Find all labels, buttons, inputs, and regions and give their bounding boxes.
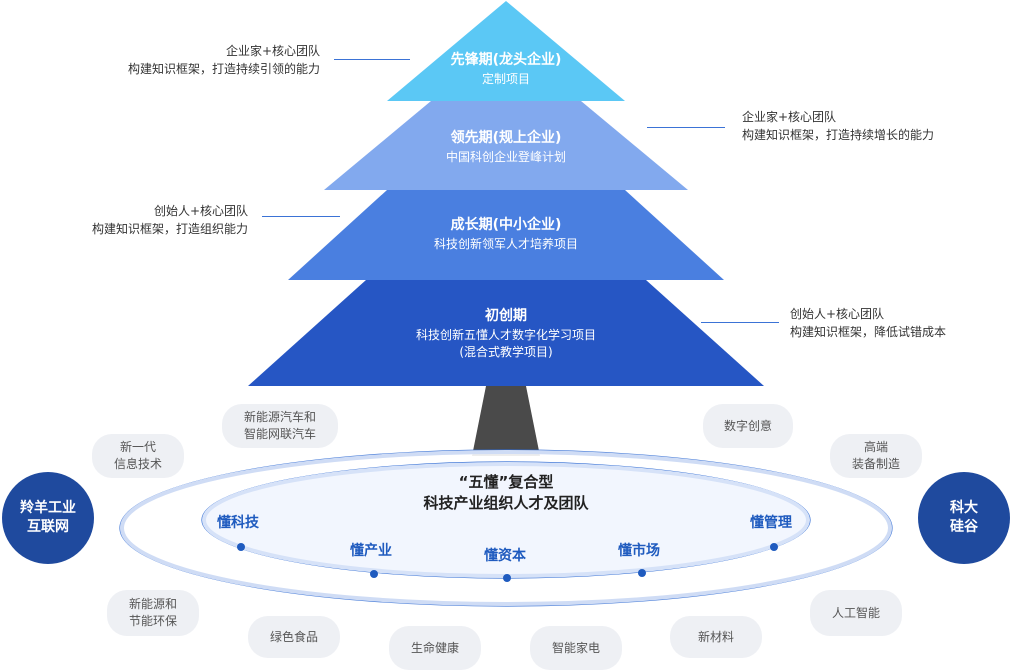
note-pioneer: 企业家+核心团队 构建知识框架，打造持续引领的能力 — [128, 42, 320, 78]
industry-food: 绿色食品 — [248, 616, 340, 658]
tier-startup-shape — [248, 280, 764, 386]
industry-ev-line1: 新能源汽车和 — [243, 410, 316, 424]
industry-it: 新一代 信息技术 — [92, 434, 184, 478]
note-leading-connector — [647, 127, 725, 128]
note-pioneer-line2: 构建知识框架，打造持续引领的能力 — [127, 62, 320, 76]
tier-growth-title: 成长期(中小企业) — [450, 217, 562, 233]
industry-equipment: 高端 装备制造 — [830, 434, 922, 478]
industry-health: 生命健康 — [389, 626, 481, 670]
dong-tech-dot — [237, 543, 245, 551]
note-startup-line2: 构建知识框架，降低试错成本 — [790, 325, 947, 339]
industry-it-line1: 新一代 — [119, 440, 156, 454]
core-title-line2: 科技产业组织人才及团队 — [423, 494, 589, 512]
industry-digital: 数字创意 — [703, 404, 793, 448]
dong-industry-dot — [370, 570, 378, 578]
industry-it-line2: 信息技术 — [113, 457, 162, 471]
tier-leading-shape — [324, 101, 688, 190]
note-growth-connector — [262, 216, 340, 217]
note-growth-line1: 创始人+核心团队 — [153, 204, 248, 218]
dong-tech: 懂科技 — [217, 515, 259, 531]
industry-energy-line1: 新能源和 — [128, 597, 177, 611]
hub-kedakuigu-line2: 硅谷 — [950, 519, 978, 535]
industry-ai: 人工智能 — [810, 590, 902, 636]
tree-trunk — [472, 386, 540, 456]
industry-material: 新材料 — [670, 616, 762, 658]
note-leading: 企业家+核心团队 构建知识框架，打造持续增长的能力 — [742, 108, 934, 144]
note-startup: 创始人+核心团队 构建知识框架，降低试错成本 — [790, 305, 946, 341]
note-growth-line2: 构建知识框架，打造组织能力 — [91, 222, 248, 236]
dong-capital-dot — [503, 574, 511, 582]
dong-management: 懂管理 — [750, 515, 792, 531]
industry-ev-line2: 智能网联汽车 — [243, 427, 316, 441]
dong-market: 懂市场 — [618, 543, 660, 559]
hub-lingyang-line2: 互联网 — [27, 519, 69, 535]
hub-lingyang-line1: 羚羊工业 — [20, 500, 76, 516]
note-pioneer-connector — [334, 59, 410, 60]
core-title-line1: “五懂”复合型 — [458, 473, 554, 491]
dong-industry: 懂产业 — [350, 543, 392, 559]
tier-startup-title: 初创期 — [485, 308, 527, 324]
hub-lingyang: 羚羊工业 互联网 — [2, 472, 94, 564]
note-pioneer-line1: 企业家+核心团队 — [225, 44, 320, 58]
note-growth: 创始人+核心团队 构建知识框架，打造组织能力 — [92, 202, 248, 238]
tier-pioneer-subtitle: 定制项目 — [481, 72, 530, 86]
hub-kedakuigu: 科大 硅谷 — [918, 472, 1010, 564]
industry-energy: 新能源和 节能环保 — [107, 590, 199, 636]
industry-equipment-line1: 高端 — [863, 440, 888, 454]
tier-leading-subtitle: 中国科创企业登峰计划 — [445, 150, 566, 164]
note-leading-line1: 企业家+核心团队 — [742, 110, 837, 124]
note-startup-line1: 创始人+核心团队 — [790, 307, 885, 321]
tier-pioneer-title: 先锋期(龙头企业) — [450, 52, 562, 68]
tier-growth-subtitle: 科技创新领军人才培养项目 — [433, 237, 578, 251]
industry-equipment-line2: 装备制造 — [851, 457, 900, 471]
note-startup-connector — [701, 322, 779, 323]
tier-startup-subtitle: 科技创新五懂人才数字化学习项目 — [415, 328, 596, 342]
dong-market-dot — [638, 569, 646, 577]
dong-management-dot — [770, 543, 778, 551]
tier-leading-title: 领先期(规上企业) — [450, 130, 562, 146]
industry-ev: 新能源汽车和 智能网联汽车 — [222, 404, 338, 448]
industry-energy-line2: 节能环保 — [128, 614, 177, 628]
dong-capital: 懂资本 — [484, 548, 526, 564]
tier-startup-subtitle-2: (混合式教学项目) — [459, 345, 553, 359]
industry-appliance: 智能家电 — [530, 626, 622, 670]
tier-growth-shape — [288, 190, 724, 280]
hub-kedakuigu-line1: 科大 — [950, 500, 978, 516]
tier-pioneer-shape — [387, 1, 625, 101]
note-leading-line2: 构建知识框架，打造持续增长的能力 — [742, 128, 935, 142]
outer-ring-glow — [120, 450, 892, 606]
